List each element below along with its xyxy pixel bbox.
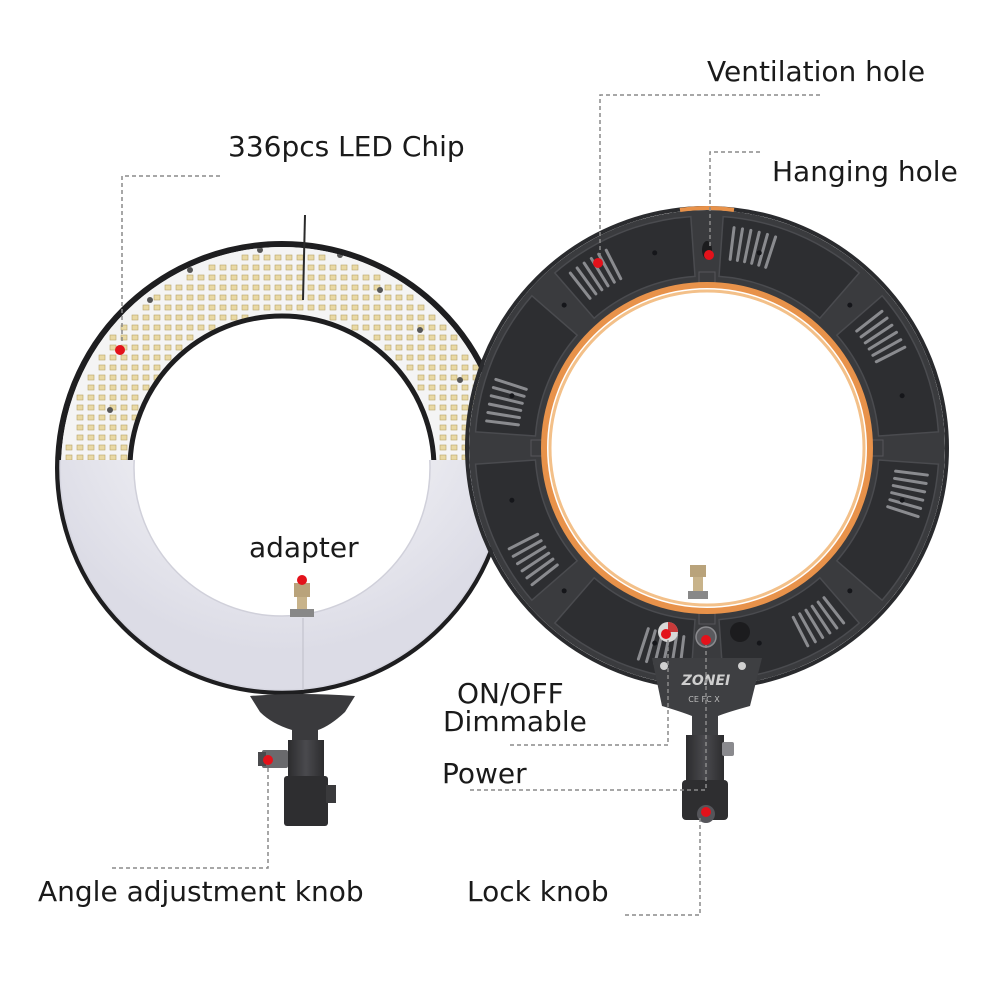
label-led-chip: 336pcs LED Chip <box>228 130 465 163</box>
led-board-seam <box>302 214 306 301</box>
leader-lock-knob <box>625 815 701 916</box>
label-power: Power <box>442 757 527 790</box>
leader-ventilation-hole <box>599 94 820 258</box>
marker-hanging-hole <box>704 250 714 260</box>
callout-markers <box>115 250 714 817</box>
front-mount-bracket <box>250 694 355 826</box>
leader-angle-knob <box>112 762 269 869</box>
label-adapter: adapter <box>249 531 359 564</box>
label-on-off: ON/OFF <box>457 677 564 710</box>
back-ring-housing: ZONEI CE FC X <box>465 206 949 823</box>
power-port <box>730 622 750 642</box>
adapter-spigot <box>290 583 314 617</box>
housing-screws <box>509 250 905 646</box>
back-adapter-spigot <box>688 565 708 599</box>
inner-led-glow <box>541 282 873 614</box>
label-angle-knob: Angle adjustment knob <box>38 875 364 908</box>
led-board <box>40 150 520 460</box>
leader-on-off-dimmable <box>510 640 669 746</box>
callout-leader-lines <box>112 94 820 916</box>
label-dimmable: Dimmable <box>443 705 587 738</box>
marker-lock-knob <box>701 807 711 817</box>
label-lock-knob: Lock knob <box>467 875 609 908</box>
back-mount-plate: ZONEI CE FC X <box>652 658 762 823</box>
marker-adapter <box>297 575 307 585</box>
front-ring-light <box>40 150 520 826</box>
marker-ventilation-hole <box>593 258 603 268</box>
leader-hanging-hole <box>709 151 760 248</box>
marker-angle-knob <box>263 755 273 765</box>
label-ventilation-hole: Ventilation hole <box>707 55 926 88</box>
marker-on-off <box>661 629 671 639</box>
leader-led-chip <box>121 175 220 342</box>
certification-marks: CE FC X <box>688 695 720 704</box>
label-hanging-hole: Hanging hole <box>772 155 958 188</box>
marker-led-chip <box>115 345 125 355</box>
leader-power <box>470 645 707 791</box>
marker-power <box>701 635 711 645</box>
housing-panels <box>474 215 940 681</box>
